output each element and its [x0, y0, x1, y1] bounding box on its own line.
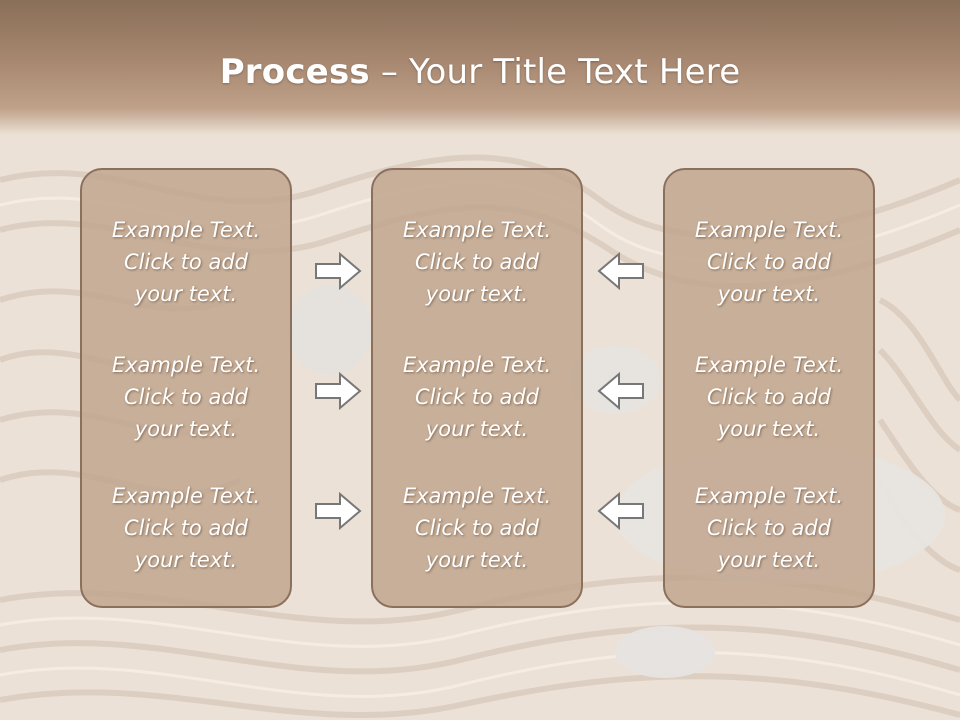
panel-text[interactable]: Example Text. Click to add your text.	[373, 349, 581, 445]
panel-text[interactable]: Example Text. Click to add your text.	[373, 480, 581, 576]
text-line: Example Text.	[694, 353, 844, 377]
panel-text[interactable]: Example Text. Click to add your text.	[665, 480, 873, 576]
text-line: Example Text.	[111, 218, 261, 242]
text-line: Example Text.	[402, 484, 552, 508]
text-line: Click to add	[123, 250, 248, 274]
text-line: Click to add	[706, 385, 831, 409]
text-line: Click to add	[414, 250, 539, 274]
arrow-left-icon[interactable]	[597, 491, 645, 531]
title-band	[0, 0, 960, 135]
title-bold: Process	[219, 52, 370, 92]
text-line: Example Text.	[694, 218, 844, 242]
text-line: Click to add	[706, 516, 831, 540]
text-line: Example Text.	[111, 484, 261, 508]
process-panel-center[interactable]: Example Text. Click to add your text. Ex…	[371, 168, 583, 608]
panel-text[interactable]: Example Text. Click to add your text.	[373, 214, 581, 310]
text-line: Example Text.	[402, 218, 552, 242]
text-line: your text.	[717, 282, 821, 306]
text-line: your text.	[425, 548, 529, 572]
text-line: Example Text.	[111, 353, 261, 377]
panel-text[interactable]: Example Text. Click to add your text.	[665, 214, 873, 310]
text-line: Click to add	[414, 385, 539, 409]
panel-text[interactable]: Example Text. Click to add your text.	[82, 214, 290, 310]
arrow-right-icon[interactable]	[314, 491, 362, 531]
text-line: your text.	[425, 417, 529, 441]
text-line: your text.	[134, 282, 238, 306]
title-rest: – Your Title Text Here	[369, 52, 741, 92]
text-line: your text.	[134, 548, 238, 572]
text-line: Click to add	[414, 516, 539, 540]
slide-title[interactable]: Process – Your Title Text Here	[0, 52, 960, 92]
arrow-right-icon[interactable]	[314, 371, 362, 411]
process-panel-right[interactable]: Example Text. Click to add your text. Ex…	[663, 168, 875, 608]
text-line: Click to add	[123, 385, 248, 409]
panel-text[interactable]: Example Text. Click to add your text.	[82, 480, 290, 576]
text-line: Click to add	[123, 516, 248, 540]
text-line: your text.	[425, 282, 529, 306]
arrow-left-icon[interactable]	[597, 251, 645, 291]
text-line: Example Text.	[694, 484, 844, 508]
text-line: your text.	[717, 417, 821, 441]
panel-text[interactable]: Example Text. Click to add your text.	[665, 349, 873, 445]
text-line: Click to add	[706, 250, 831, 274]
text-line: Example Text.	[402, 353, 552, 377]
arrow-right-icon[interactable]	[314, 251, 362, 291]
text-line: your text.	[717, 548, 821, 572]
arrow-left-icon[interactable]	[597, 371, 645, 411]
text-line: your text.	[134, 417, 238, 441]
process-panel-left[interactable]: Example Text. Click to add your text. Ex…	[80, 168, 292, 608]
panel-text[interactable]: Example Text. Click to add your text.	[82, 349, 290, 445]
